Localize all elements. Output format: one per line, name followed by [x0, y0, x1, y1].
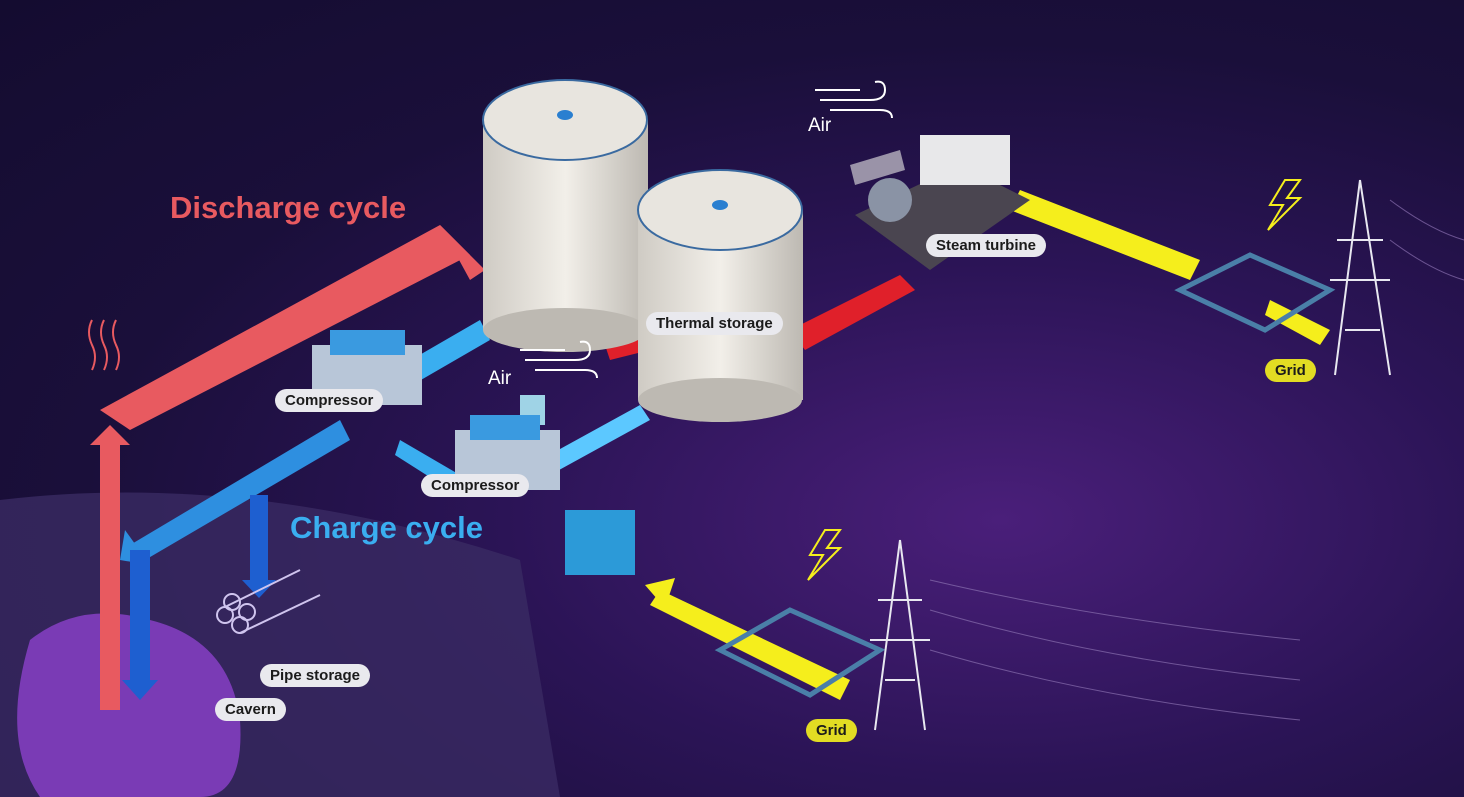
- thermal-tank-1: [482, 79, 648, 352]
- air-label: Air: [808, 115, 832, 136]
- pylon-2: [1330, 179, 1391, 376]
- lightning-icon: [807, 529, 843, 581]
- steam-turbine-label: Steam turbine: [926, 234, 1047, 257]
- air-exhaust-arrow: [850, 150, 905, 185]
- thermal-storage-label: Thermal storage: [646, 312, 783, 335]
- charge-cycle-title: Charge cycle: [290, 510, 483, 545]
- hot-arrow: [600, 275, 915, 360]
- pipe-storage-pipes: [216, 569, 321, 634]
- substation-1: [714, 607, 886, 698]
- power-arrows: [645, 190, 1330, 700]
- substation-2: [1174, 252, 1336, 333]
- wind-icon: [520, 340, 598, 379]
- air-label: Air: [488, 368, 512, 389]
- compressor-label: Compressor: [421, 474, 530, 497]
- discharge-arrow: [90, 225, 485, 710]
- power-lines: [929, 199, 1464, 721]
- lightning-icon: [1267, 179, 1303, 231]
- pylon-1: [870, 539, 930, 731]
- pipe-storage-label: Pipe storage: [260, 664, 371, 687]
- grid-label: Grid: [806, 719, 857, 742]
- steam-turbine-machine: [855, 135, 1030, 270]
- cavern-shape: [17, 613, 241, 797]
- discharge-cycle-title: Discharge cycle: [170, 190, 407, 225]
- heat-waves-icon: [88, 319, 120, 371]
- converter-unit: [565, 510, 635, 575]
- cavern-label: Cavern: [215, 698, 286, 721]
- compressor-label: Compressor: [275, 389, 384, 412]
- wind-icon: [815, 80, 893, 119]
- thermal-tank-2: [637, 169, 803, 422]
- grid-label: Grid: [1265, 359, 1316, 382]
